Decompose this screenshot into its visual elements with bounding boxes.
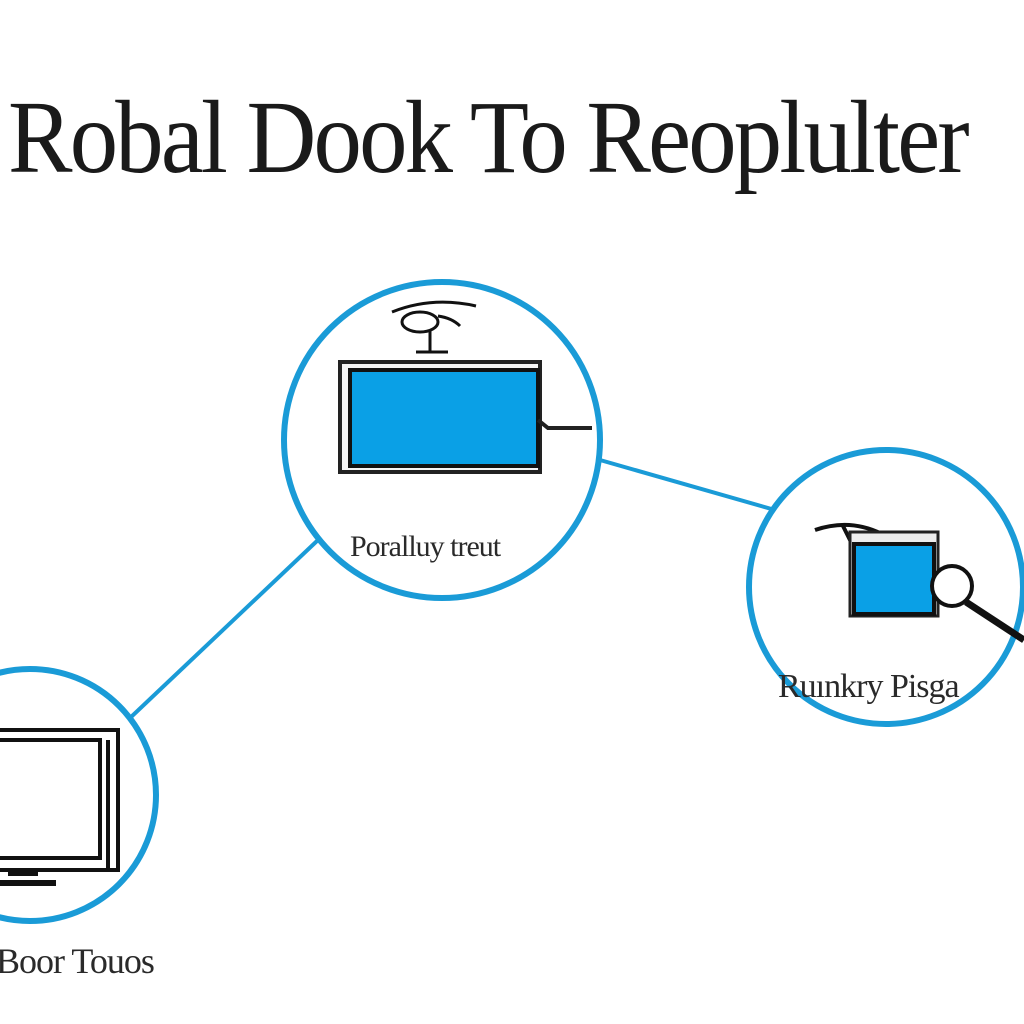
projector-screen-icon	[338, 300, 592, 474]
edge-center-left	[128, 538, 320, 720]
node-center-label: Poralluy treut	[350, 530, 501, 563]
desktop-monitor-icon	[0, 728, 120, 886]
edge-center-right	[599, 458, 776, 512]
node-right-label: Ruınkry Pisga	[778, 668, 960, 705]
monitor-with-magnifier-icon	[814, 522, 1024, 643]
diagram-title: Robal Dook To Reoplulter	[8, 80, 970, 195]
node-center	[281, 279, 603, 601]
node-left	[0, 666, 159, 924]
node-right	[746, 447, 1024, 727]
node-left-label: Boor Touos	[0, 941, 155, 981]
node-right-circle	[746, 447, 1024, 727]
node-left-circle	[0, 666, 159, 924]
node-center-circle	[281, 279, 603, 601]
